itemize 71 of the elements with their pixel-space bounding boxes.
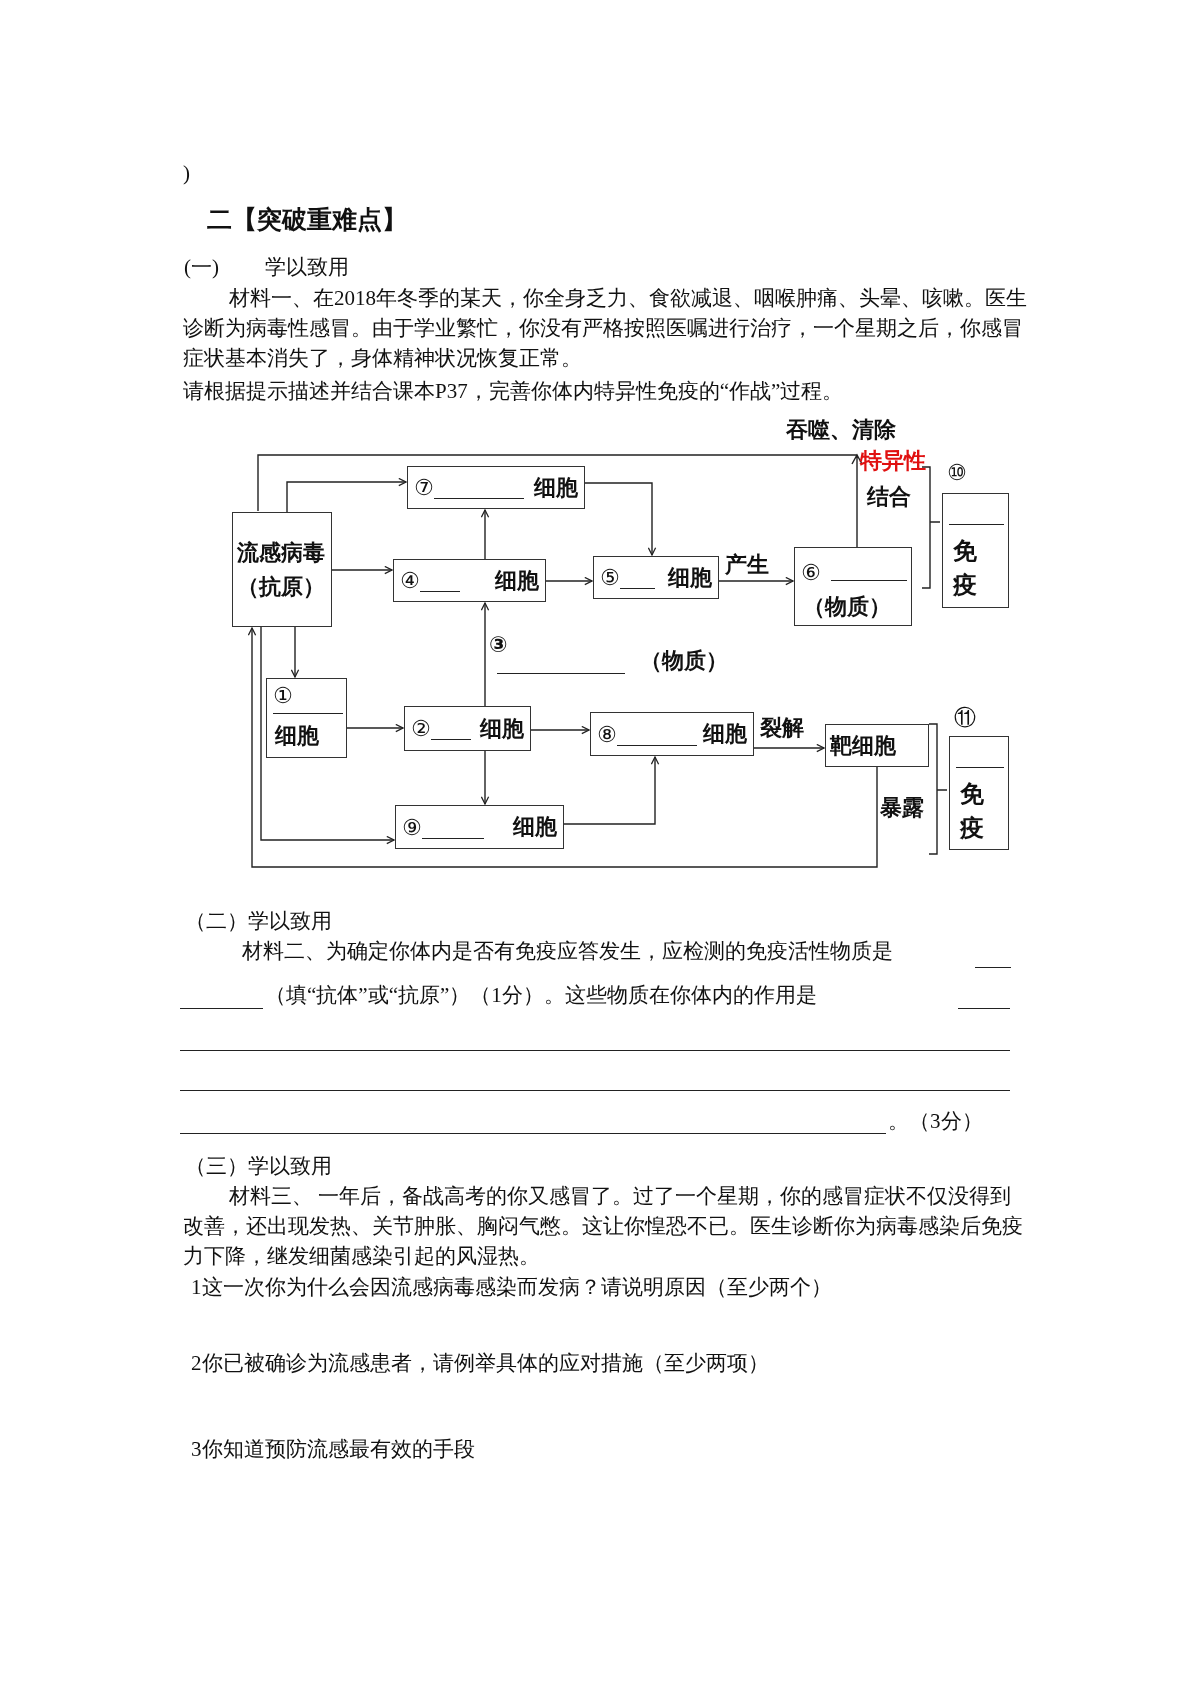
question-text: 2你已被确诊为流感患者，请例举具体的应对措施（至少两项） [191,1350,769,1377]
arrow [563,756,660,825]
arrow [753,743,825,753]
instruction-text: 请根据提示描述并结合课本P37，完善你体内特异性免疫的“作战”过程。 [183,378,845,405]
callout-number: ⑪ [954,704,976,732]
arrow [545,576,593,586]
arrow [530,725,590,735]
paragraph: （填“抗体”或“抗原”）（1分）。这些物质在你体内的作用是 [265,982,817,1009]
edge-label: 裂解 [760,714,804,742]
callout-number: ⑥ [801,560,821,585]
cell-box [407,466,585,509]
subsection-number: (一) [184,254,219,281]
box-label: 流感病毒（抗原） [237,538,326,601]
immunity-label: 免疫 [960,779,985,844]
arrow [584,482,657,556]
arrow [290,626,300,678]
arrow [346,723,404,733]
subsection-heading: 学以致用 [265,254,349,281]
arrow [257,453,863,548]
subsection-heading: （三）学以致用 [185,1153,332,1180]
cell-label: 细胞 [703,720,747,748]
arrow [480,509,490,560]
box-label: 靶细胞 [830,731,896,760]
paragraph: 材料一、在2018年冬季的某天，你全身乏力、食欲减退、咽喉肿痛、头晕、咳嗽。医生诊断为病毒性感冒。由于学业繁忙，你没有严格按照医嘱进行治疗，一个星期之后，你感冒症状基本消失了，身体精神状况恢复正常。 [183,285,1028,372]
substance-box [794,547,912,626]
callout-number: ① [273,683,293,708]
bracket-text: ) [183,160,190,187]
cell-label: 细胞 [495,566,539,595]
section-heading: 二【突破重难点】 [207,204,407,236]
cell-box [404,706,531,751]
annotation-text: 结合 [867,483,911,511]
arrow [247,627,878,868]
substance-label: （物质） [803,593,891,621]
annotation-text: （物质） [640,647,728,675]
callout-number: ⑦ [414,475,434,500]
cell-box [395,805,564,849]
cell-label: 细胞 [668,563,712,592]
callout-number: ⑨ [402,814,422,840]
edge-label: ③ [489,631,508,659]
antigen-box [232,512,332,627]
callout-number: ⑧ [597,721,617,747]
cell-box [593,556,719,599]
callout-number: ⑩ [947,460,967,485]
paragraph: 材料二、为确定你体内是否有免疫应答发生，应检测的免疫活性物质是 [242,938,893,965]
annotation-text: 特异性 [860,447,926,475]
arrow [480,750,490,805]
cell-box [590,712,754,756]
subsection-heading: （二）学以致用 [185,908,332,935]
arrow [260,626,395,845]
callout-number: ④ [400,568,420,593]
arrow [331,565,393,575]
arrow [718,576,794,586]
callout-number: ② [411,716,431,741]
edge-label: 吞噬、清除 [786,416,896,444]
question-text: 1这一次你为什么会因流感病毒感染而发病？请说明原因（至少两个） [191,1274,832,1301]
question-text: 3你知道预防流感最有效的手段 [191,1436,475,1463]
cell-box [393,559,546,602]
target-cell-box [825,724,929,767]
edge-label: 暴露 [880,794,924,822]
arrow [286,477,407,513]
immunity-label: 免疫 [953,536,978,601]
cell-label: 细胞 [513,813,557,841]
callout-number: ⑤ [600,565,620,590]
cell-label: 细胞 [480,714,524,743]
paragraph: 材料三、 一年后，备战高考的你又感冒了。过了一个星期，你的感冒症状不仅没得到改善，还出现发热、关节肿胀、胸闷气憋。这让你惶恐不已。医生诊断你为病毒感染后免疫力下降，继发细菌感染引起的风湿热。 [183,1183,1024,1270]
cell-box [266,678,347,758]
edge-label: 产生 [725,551,769,579]
cell-label: 细胞 [534,473,578,502]
cell-label: 细胞 [275,722,319,750]
arrow [480,602,490,707]
paragraph: 。（3分） [888,1108,983,1135]
